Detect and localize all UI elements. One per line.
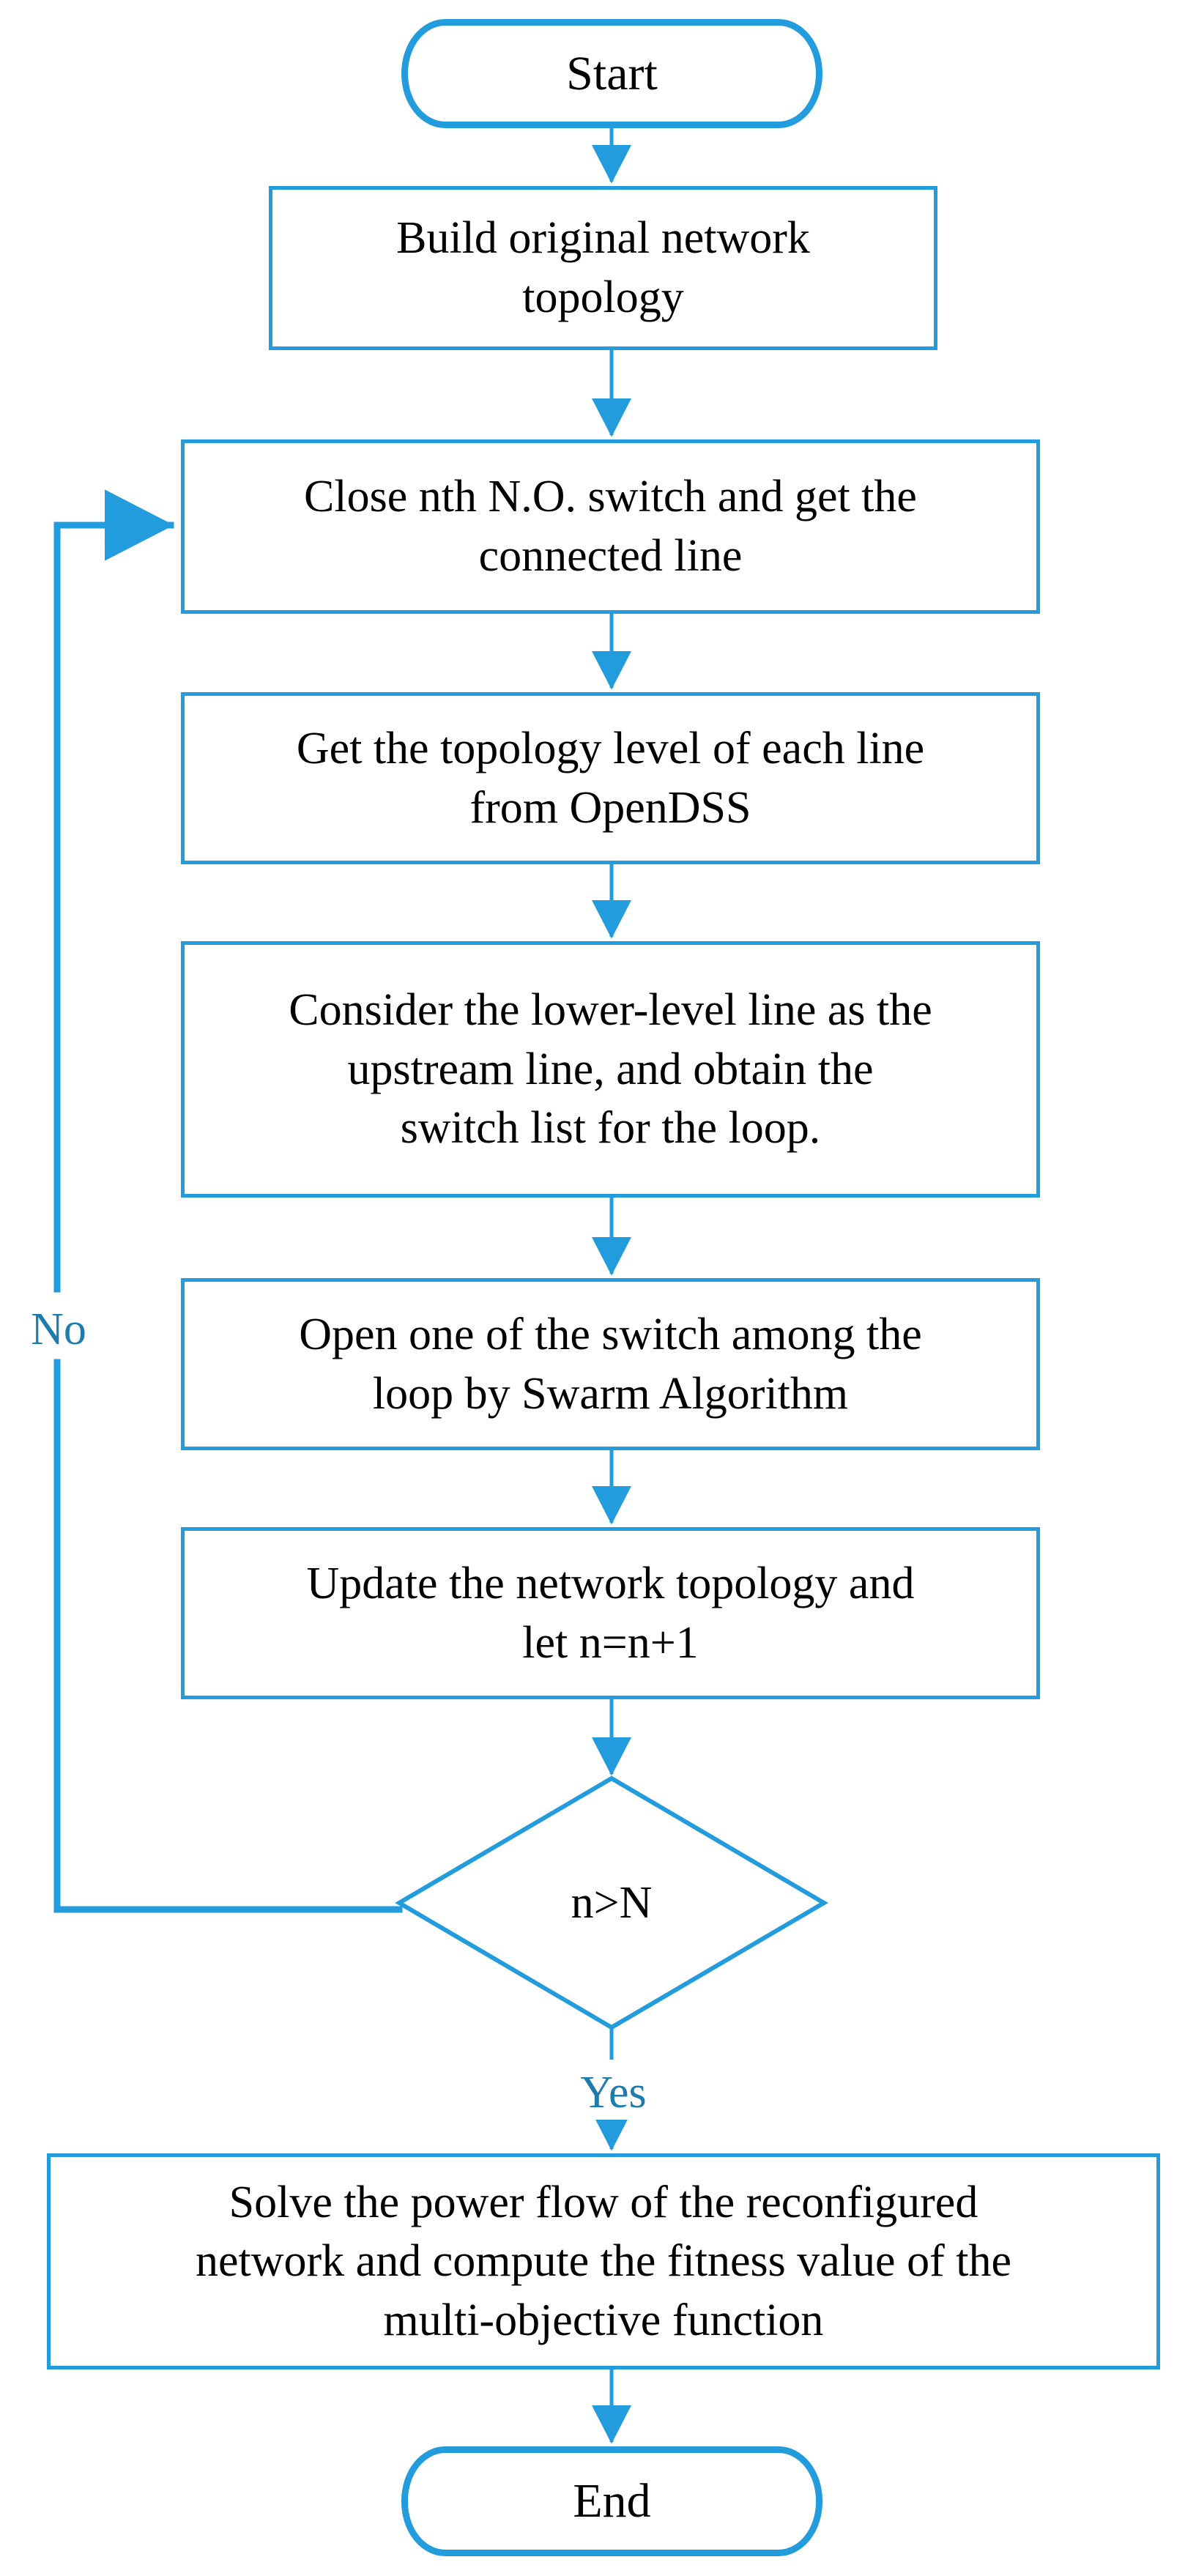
- node-solve-power-flow-fitness[interactable]: Solve the power flow of the reconfigured…: [47, 2153, 1160, 2369]
- edge-label-no: No: [26, 1302, 92, 1356]
- node-update-network-topology[interactable]: Update the network topology and let n=n+…: [181, 1527, 1040, 1699]
- node-close-nth-no-switch[interactable]: Close nth N.O. switch and get the connec…: [181, 439, 1040, 614]
- node-get-topology-level[interactable]: Get the topology level of each line from…: [181, 692, 1040, 864]
- edge-label-yes: Yes: [564, 2065, 663, 2120]
- node-update-label: Update the network topology and let n=n+…: [306, 1558, 915, 1668]
- node-build-label: Build original network topology: [396, 213, 810, 322]
- node-start[interactable]: Start: [401, 19, 822, 128]
- node-open-label: Open one of the switch among the loop by…: [299, 1309, 922, 1419]
- node-consider-label: Consider the lower-level line as the ups…: [289, 985, 932, 1154]
- node-end[interactable]: End: [401, 2446, 822, 2556]
- node-open-switch-swarm-algorithm[interactable]: Open one of the switch among the loop by…: [181, 1278, 1040, 1450]
- node-consider-lower-level-line[interactable]: Consider the lower-level line as the ups…: [181, 941, 1040, 1198]
- node-decision-n-greater-than-N[interactable]: n>N: [399, 1778, 824, 2027]
- node-close-label: Close nth N.O. switch and get the connec…: [304, 472, 917, 581]
- node-end-label: End: [573, 2474, 651, 2528]
- node-decision-label: n>N: [571, 1877, 653, 1928]
- connector-decision-no-upper: [53, 489, 174, 1293]
- node-start-label: Start: [566, 46, 658, 100]
- node-build-original-network-topology[interactable]: Build original network topology: [269, 186, 937, 350]
- node-solve-label: Solve the power flow of the reconfigured…: [196, 2177, 1011, 2345]
- node-topology-label: Get the topology level of each line from…: [296, 723, 925, 833]
